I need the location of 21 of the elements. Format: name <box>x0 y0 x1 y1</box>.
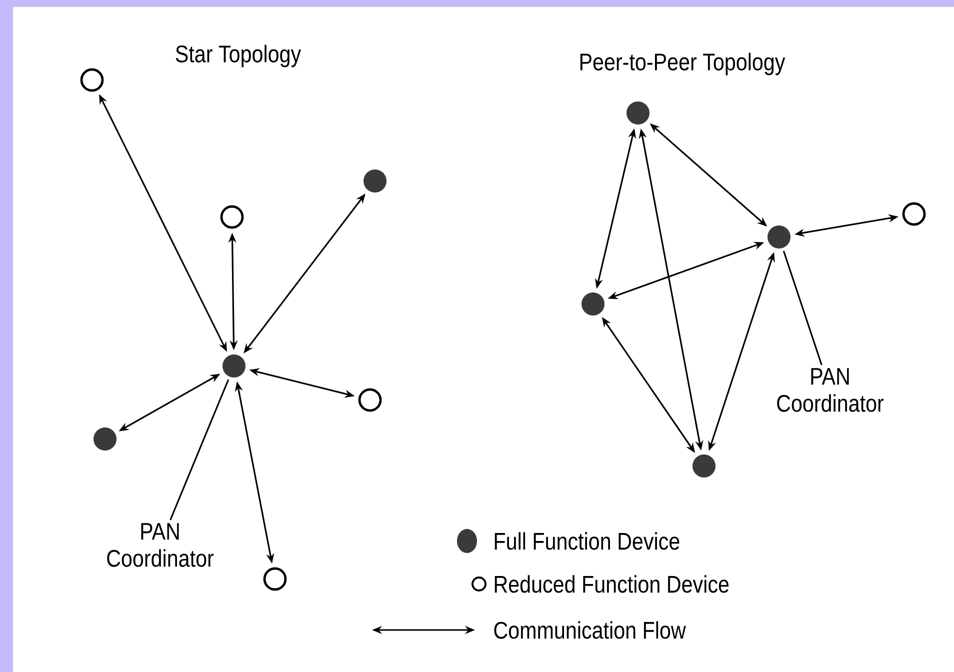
topology-heading: Peer-to-Peer Topology <box>580 52 786 76</box>
reduced-device-circle <box>263 567 287 591</box>
legend-text: Reduced Function Device <box>494 575 729 593</box>
callout-label: PAN Coordinator <box>107 523 214 567</box>
legend-text: Communication Flow <box>494 621 686 639</box>
full-device-dot <box>768 226 790 248</box>
reduced-device-circle <box>220 205 244 229</box>
full-device-dot <box>94 428 116 450</box>
full-device-dot <box>582 292 604 316</box>
leader-line <box>170 379 230 520</box>
reduced-device-circle <box>358 388 382 412</box>
topology-heading: Star Topology <box>176 44 302 68</box>
full-device-dot <box>692 454 716 478</box>
leader-line <box>782 250 822 366</box>
full-device-dot <box>222 354 246 378</box>
reduced-device-circle <box>80 68 104 92</box>
callout-label: PAN Coordinator <box>777 368 884 412</box>
reduced-device-circle <box>902 202 926 226</box>
legend-text: Full Function Device <box>494 532 680 550</box>
full-device-dot <box>626 102 650 124</box>
full-device-dot <box>364 170 386 192</box>
